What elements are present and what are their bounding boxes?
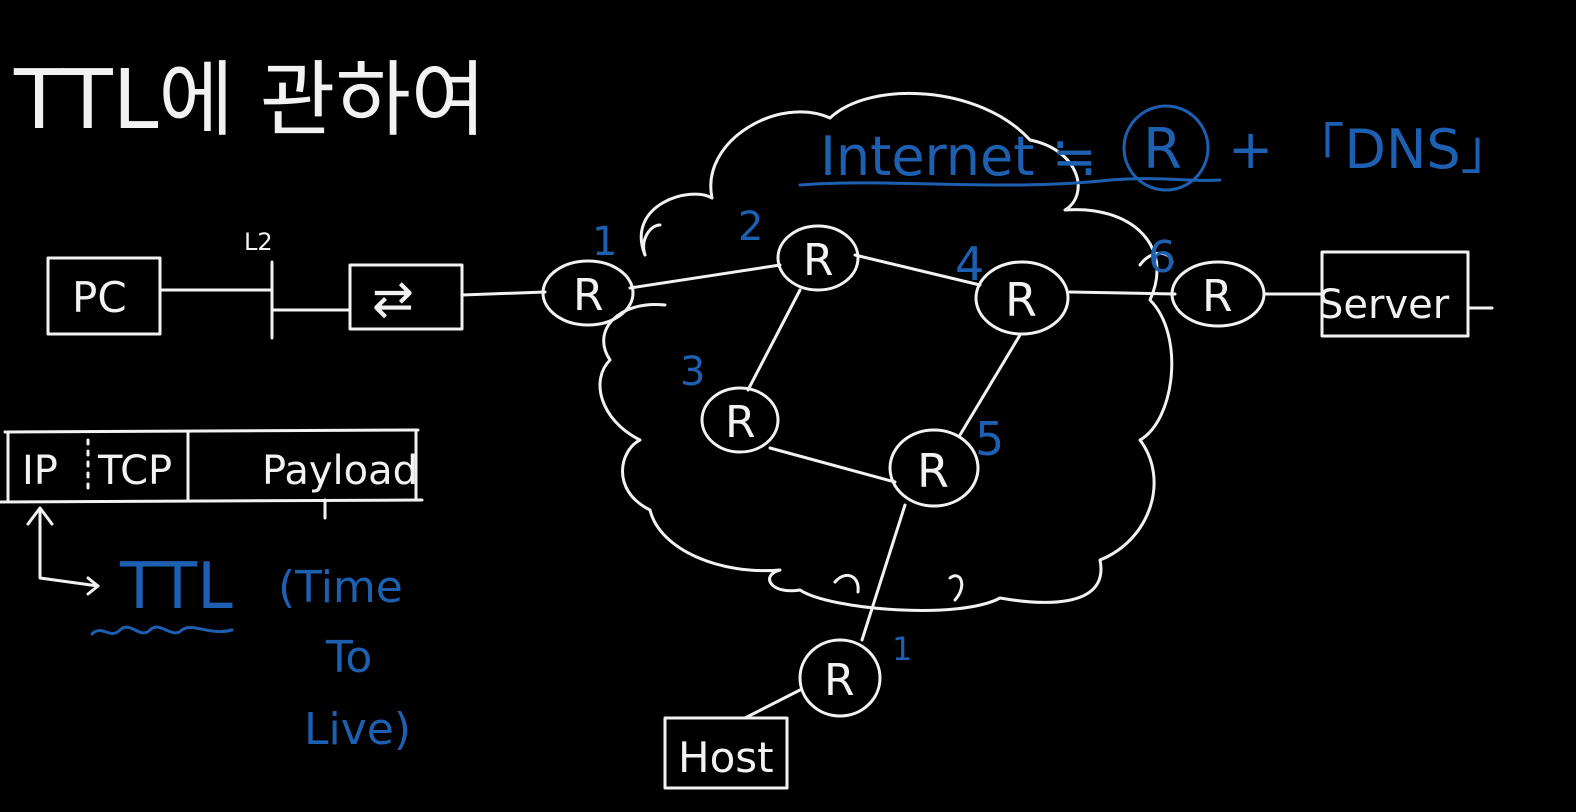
packet-ip-label: IP bbox=[22, 448, 58, 494]
switch-node: ⇄ bbox=[348, 263, 464, 331]
ttl-underline bbox=[90, 625, 234, 636]
hop-number: 3 bbox=[680, 349, 705, 395]
router-circle-icon bbox=[776, 224, 860, 292]
internet-underline bbox=[798, 177, 1222, 187]
host-label: Host bbox=[678, 733, 774, 782]
hop-number: 1 bbox=[892, 630, 912, 668]
r2-to-r3-link bbox=[746, 288, 802, 392]
r4-to-r6-link bbox=[1068, 290, 1177, 296]
packet-bottom-border bbox=[0, 498, 424, 504]
hop-number: 2 bbox=[738, 204, 763, 250]
router-circle-icon bbox=[1170, 260, 1266, 328]
pc-node: PC bbox=[46, 256, 162, 336]
router-r7: R 1 bbox=[798, 630, 912, 718]
r5-to-r7-link bbox=[860, 503, 907, 642]
arrow-tip-icon bbox=[86, 576, 100, 596]
r7-to-host-link bbox=[743, 688, 802, 720]
internet-text: Internet ≒ bbox=[820, 125, 1097, 188]
router-letter: R bbox=[1005, 273, 1037, 327]
r4-to-r5-link bbox=[958, 333, 1022, 437]
ttl-note: TTL (Time To Live) bbox=[90, 550, 411, 755]
ttl-pointer-arrow bbox=[38, 508, 100, 588]
host-box bbox=[663, 716, 789, 790]
server-label: Server bbox=[1318, 282, 1450, 328]
router-r4: R 4 bbox=[955, 237, 1070, 336]
router-circle-icon bbox=[798, 638, 882, 718]
cloud-bump bbox=[642, 223, 662, 257]
r2-to-r4-link bbox=[853, 253, 982, 287]
l2-label: L2 bbox=[244, 228, 273, 256]
router-r3: R 3 bbox=[680, 349, 780, 454]
internet-cloud bbox=[598, 91, 1174, 612]
hop-number: 4 bbox=[955, 237, 984, 291]
router-letter: R bbox=[1202, 271, 1233, 322]
r3-to-r5-link bbox=[768, 446, 897, 484]
cloud-bump bbox=[833, 573, 860, 594]
server-node: Server bbox=[1318, 250, 1494, 338]
arrow-head-icon bbox=[26, 506, 54, 526]
internet-router-letter: R bbox=[1143, 117, 1182, 182]
ttl-line-to: To bbox=[325, 632, 372, 683]
switch-arrows-icon: ⇄ bbox=[372, 270, 414, 328]
router-r5: R 5 bbox=[888, 412, 1004, 508]
hop-number: 5 bbox=[975, 412, 1004, 466]
ttl-line-live: Live) bbox=[304, 704, 411, 755]
router-circle-icon bbox=[888, 428, 980, 508]
page-title: TTL에 관하여 bbox=[13, 53, 486, 148]
ttl-line-time: (Time bbox=[278, 562, 403, 613]
router-letter: R bbox=[917, 444, 949, 498]
router-letter: R bbox=[824, 655, 855, 706]
router-circle-icon bbox=[541, 259, 635, 327]
dns-text: + 「DNS」 bbox=[1228, 118, 1515, 181]
cloud-bump bbox=[1138, 251, 1174, 267]
router-r1: R 1 bbox=[541, 219, 635, 327]
pc-box bbox=[46, 256, 162, 336]
router-letter: R bbox=[725, 397, 756, 448]
host-node: Host bbox=[663, 716, 789, 790]
packet-payload-label: Payload bbox=[262, 448, 418, 494]
router-r6: R 6 bbox=[1148, 232, 1266, 328]
internet-definition: Internet ≒ R + 「DNS」 bbox=[798, 104, 1515, 192]
switch-to-r1-link bbox=[460, 290, 547, 297]
links bbox=[158, 253, 1324, 720]
packet-tcp-label: TCP bbox=[97, 448, 172, 494]
switch-box bbox=[348, 263, 464, 331]
cloud-bump bbox=[948, 574, 964, 602]
hop-number: 1 bbox=[592, 219, 617, 265]
router-circle-icon bbox=[700, 386, 780, 454]
router-circle-icon bbox=[974, 260, 1070, 336]
pc-label: PC bbox=[72, 273, 127, 322]
hop-number: 6 bbox=[1148, 232, 1176, 283]
router-r2: R 2 bbox=[738, 204, 860, 292]
r1-to-r2-link bbox=[628, 263, 782, 290]
server-box bbox=[1320, 250, 1470, 338]
packet-top-border bbox=[3, 428, 420, 434]
router-circle-icon bbox=[1122, 104, 1210, 192]
router-letter: R bbox=[803, 235, 834, 286]
packet-structure: IP TCP Payload bbox=[0, 428, 424, 596]
router-letter: R bbox=[573, 270, 604, 321]
ttl-abbr: TTL bbox=[119, 550, 233, 624]
